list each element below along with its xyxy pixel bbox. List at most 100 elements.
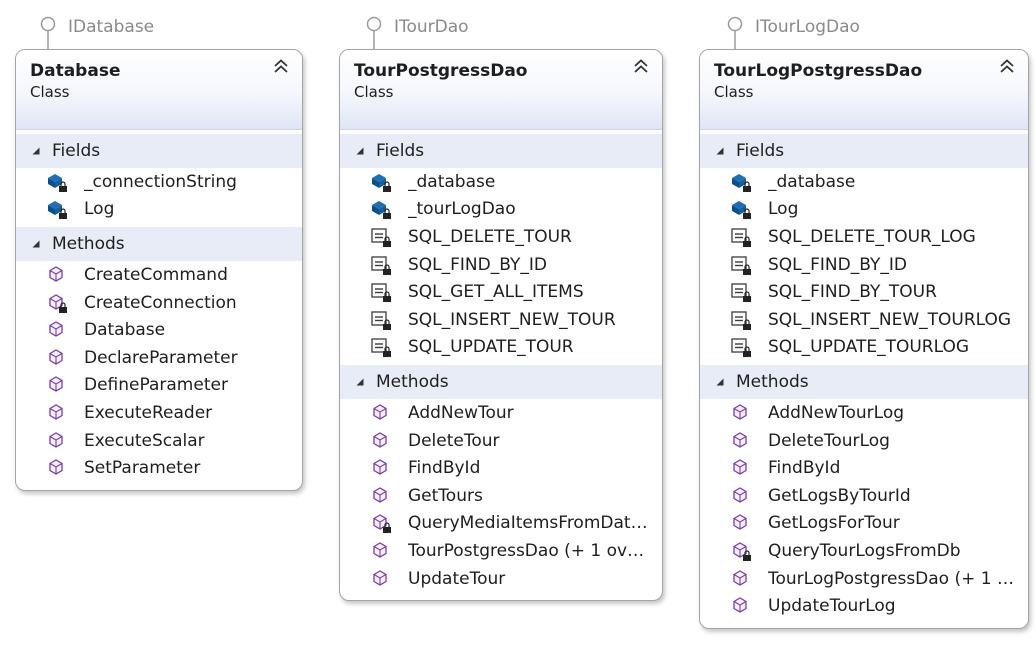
method-row[interactable]: DeclareParameter xyxy=(16,344,302,372)
method-row[interactable]: TourPostgressDao (+ 1 overl… xyxy=(340,537,662,565)
method-row[interactable]: AddNewTourLog xyxy=(700,399,1028,427)
method-name: DeleteTour xyxy=(408,430,500,451)
method-row[interactable]: DeleteTour xyxy=(340,427,662,455)
field-name: SQL_FIND_BY_TOUR xyxy=(768,282,937,303)
method-row[interactable]: AddNewTour xyxy=(340,399,662,427)
field-name: SQL_DELETE_TOUR xyxy=(408,226,572,247)
method-row[interactable]: Database xyxy=(16,316,302,344)
method-name: GetTours xyxy=(408,485,483,506)
public-method-icon xyxy=(373,569,387,586)
method-row[interactable]: QueryMediaItemsFromData… xyxy=(340,510,662,538)
method-row[interactable]: GetLogsByTourId xyxy=(700,482,1028,510)
field-name: SQL_INSERT_NEW_TOURLOG xyxy=(768,309,1012,330)
public-method-icon xyxy=(49,266,63,282)
private-method-icon xyxy=(373,514,391,534)
field-row[interactable]: _database xyxy=(340,168,662,196)
methods-section-header[interactable]: Methods xyxy=(340,365,662,400)
method-row[interactable]: FindById xyxy=(700,454,1028,482)
field-row[interactable]: SQL_UPDATE_TOUR xyxy=(340,334,662,362)
private-method-icon xyxy=(733,542,751,561)
method-name: DeclareParameter xyxy=(84,347,238,368)
fields-section-header[interactable]: Fields xyxy=(16,134,302,168)
expand-caret-icon[interactable] xyxy=(30,145,42,157)
field-name: _tourLogDao xyxy=(408,199,516,220)
method-row[interactable]: UpdateTourLog xyxy=(700,592,1028,620)
method-row[interactable]: CreateConnection xyxy=(16,289,302,317)
public-method-icon xyxy=(49,321,63,337)
constant-icon xyxy=(731,338,751,358)
interface-lollipop-icon xyxy=(366,16,382,50)
expand-caret-icon[interactable] xyxy=(714,145,726,157)
field-row[interactable]: _database xyxy=(700,168,1028,196)
field-row[interactable]: _connectionString xyxy=(16,168,302,196)
method-name: Database xyxy=(84,320,166,341)
methods-section-header[interactable]: Methods xyxy=(700,365,1028,400)
field-name: Log xyxy=(84,199,115,220)
field-row[interactable]: _tourLogDao xyxy=(340,196,662,224)
expand-caret-icon[interactable] xyxy=(714,376,726,388)
method-row[interactable]: QueryTourLogsFromDb xyxy=(700,537,1028,565)
field-row[interactable]: SQL_INSERT_NEW_TOUR xyxy=(340,306,662,334)
constant-icon xyxy=(731,311,751,330)
field-name: _database xyxy=(408,171,496,192)
public-method-icon xyxy=(733,597,747,613)
method-row[interactable]: FindById xyxy=(340,454,662,482)
method-row[interactable]: DeleteTourLog xyxy=(700,427,1028,455)
collapse-icon[interactable] xyxy=(270,56,292,78)
fields-section-header[interactable]: Fields xyxy=(700,134,1028,168)
method-name: DeleteTourLog xyxy=(768,430,890,451)
constant-icon xyxy=(371,255,391,275)
field-row[interactable]: Log xyxy=(16,196,302,224)
method-name: TourLogPostgressDao (+ 1 o… xyxy=(768,568,1025,589)
field-row[interactable]: SQL_FIND_BY_TOUR xyxy=(700,278,1028,306)
expand-caret-icon[interactable] xyxy=(30,238,42,250)
field-row[interactable]: SQL_DELETE_TOUR xyxy=(340,223,662,251)
method-name: SetParameter xyxy=(84,458,201,479)
method-row[interactable]: DefineParameter xyxy=(16,372,302,400)
method-row[interactable]: TourLogPostgressDao (+ 1 o… xyxy=(700,565,1028,593)
field-row[interactable]: SQL_FIND_BY_ID xyxy=(340,251,662,279)
field-row[interactable]: SQL_UPDATE_TOURLOG xyxy=(700,334,1028,362)
field-row[interactable]: SQL_INSERT_NEW_TOURLOG xyxy=(700,306,1028,334)
private-method-icon xyxy=(49,293,67,313)
method-row[interactable]: ExecuteReader xyxy=(16,399,302,427)
method-name: FindById xyxy=(408,458,481,479)
class-name: Database xyxy=(30,61,121,81)
field-row[interactable]: Log xyxy=(700,196,1028,224)
field-row[interactable]: SQL_DELETE_TOUR_LOG xyxy=(700,223,1028,251)
constant-icon xyxy=(731,255,751,275)
method-row[interactable]: GetTours xyxy=(340,482,662,510)
method-name: CreateCommand xyxy=(84,264,228,285)
method-row[interactable]: GetLogsForTour xyxy=(700,510,1028,538)
expand-caret-icon[interactable] xyxy=(354,376,366,388)
fields-section-header[interactable]: Fields xyxy=(340,134,662,168)
expand-caret-icon[interactable] xyxy=(354,145,366,157)
method-row[interactable]: ExecuteScalar xyxy=(16,427,302,455)
public-method-icon xyxy=(373,486,387,503)
private-field-icon xyxy=(48,201,67,220)
field-name: SQL_UPDATE_TOURLOG xyxy=(768,337,970,358)
interface-label: ITourDao xyxy=(394,17,469,37)
method-row[interactable]: SetParameter xyxy=(16,454,302,482)
public-method-icon xyxy=(373,404,387,420)
public-method-icon xyxy=(733,486,747,503)
method-row[interactable]: CreateCommand xyxy=(16,261,302,289)
methods-section-header[interactable]: Methods xyxy=(16,227,302,262)
field-row[interactable]: SQL_FIND_BY_ID xyxy=(700,251,1028,279)
interface-lollipop-icon xyxy=(727,16,743,50)
class-name: TourLogPostgressDao xyxy=(714,61,923,81)
method-row[interactable]: UpdateTour xyxy=(340,565,662,593)
field-row[interactable]: SQL_GET_ALL_ITEMS xyxy=(340,278,662,306)
collapse-icon[interactable] xyxy=(996,56,1018,78)
public-method-icon xyxy=(733,404,747,420)
private-field-icon xyxy=(732,201,751,220)
fields-section-label: Fields xyxy=(736,141,785,161)
method-name: AddNewTour xyxy=(408,402,514,423)
collapse-icon[interactable] xyxy=(630,56,652,78)
